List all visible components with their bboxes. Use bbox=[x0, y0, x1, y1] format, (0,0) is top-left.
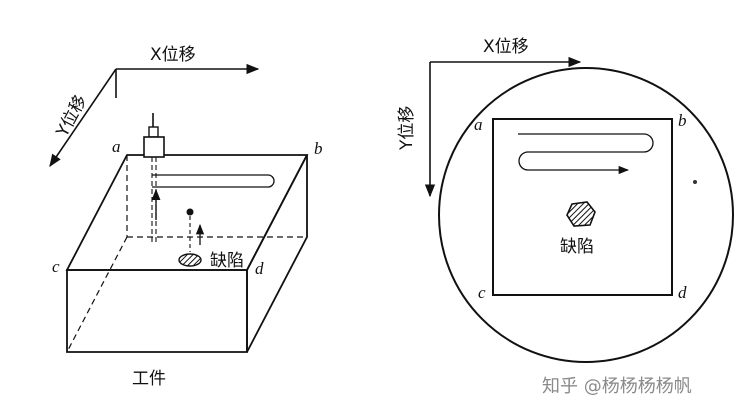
circular-workpiece bbox=[438, 67, 734, 363]
left-defect-icon bbox=[178, 253, 202, 267]
watermark: 知乎 @杨杨杨杨帆 bbox=[542, 376, 692, 397]
left-x-axis-label: X位移 bbox=[150, 45, 196, 65]
stray-dot bbox=[693, 180, 697, 184]
left-y-axis-label: Y位移 bbox=[52, 92, 91, 141]
right-corner-a: a bbox=[474, 115, 483, 134]
probe bbox=[143, 113, 165, 245]
right-scan-path bbox=[518, 133, 654, 175]
echo-indicator bbox=[186, 208, 205, 252]
right-x-axis-label: X位移 bbox=[483, 37, 529, 57]
right-y-axis-label: Y位移 bbox=[397, 106, 417, 151]
right-corner-c: c bbox=[478, 283, 486, 302]
left-diagram: X位移 Y位移 bbox=[49, 45, 323, 389]
left-corner-b: b bbox=[314, 139, 323, 158]
right-defect-icon bbox=[566, 201, 596, 227]
left-defect-label: 缺陷 bbox=[210, 251, 244, 271]
right-corner-d: d bbox=[678, 283, 687, 302]
scan-area bbox=[492, 118, 673, 296]
left-corner-c: c bbox=[52, 257, 60, 276]
right-x-axis: X位移 bbox=[430, 37, 582, 68]
right-defect-label: 缺陷 bbox=[560, 237, 594, 257]
hidden-edge bbox=[66, 236, 128, 353]
left-y-axis: Y位移 bbox=[49, 68, 117, 168]
right-corner-b: b bbox=[678, 111, 687, 130]
workpiece-label: 工件 bbox=[132, 369, 166, 389]
workpiece-box bbox=[65, 154, 309, 353]
box-front-face bbox=[66, 269, 248, 353]
left-corner-d: d bbox=[255, 259, 264, 278]
box-right-face bbox=[246, 154, 308, 353]
left-scan-path bbox=[152, 174, 275, 188]
left-x-axis: X位移 bbox=[115, 45, 260, 98]
right-diagram: X位移 Y位移 缺陷 a b c d bbox=[397, 37, 734, 363]
left-corner-a: a bbox=[112, 137, 121, 156]
right-y-axis: Y位移 bbox=[397, 62, 436, 198]
